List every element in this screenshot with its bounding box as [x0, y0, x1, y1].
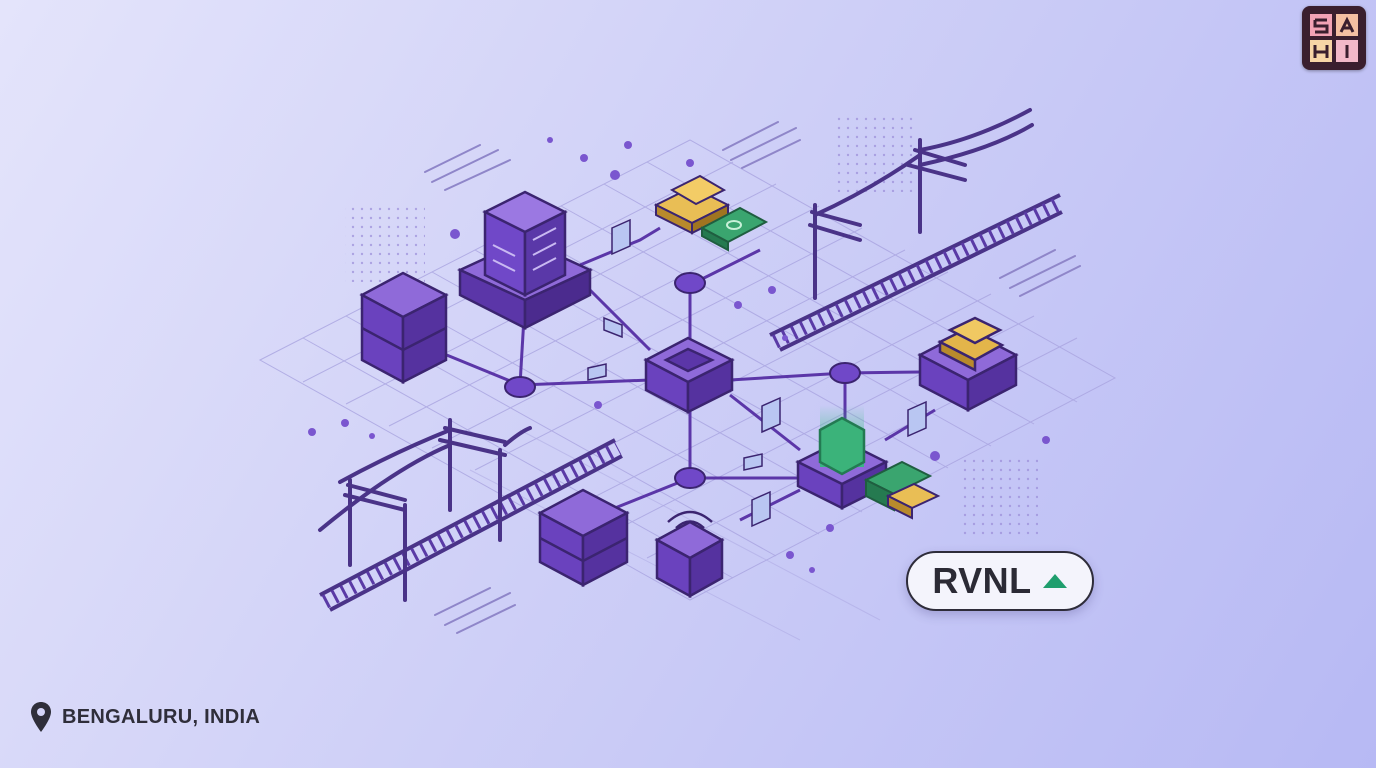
network-connections	[409, 226, 936, 522]
triangle-up-icon	[1042, 574, 1067, 588]
railway-track-left	[319, 438, 623, 612]
dot-matrix	[345, 202, 425, 282]
location-label: BENGALURU, INDIA	[62, 705, 261, 728]
junction-nodes	[504, 272, 861, 489]
ticker-symbol: RVNL	[932, 560, 1032, 601]
wifi-router	[654, 510, 725, 599]
speed-lines	[424, 121, 1081, 634]
dot-matrix	[835, 112, 915, 192]
particles	[308, 137, 1050, 573]
gold-bars-top	[653, 174, 731, 235]
gold-vault-right	[917, 316, 1019, 413]
stock-ticker-badge: RVNL	[906, 551, 1094, 611]
brand-logo	[1302, 6, 1366, 70]
dot-matrix	[958, 455, 1038, 535]
brand-logo-icon	[1310, 14, 1358, 62]
power-poles	[318, 108, 1034, 602]
storage-block-bottom	[537, 488, 630, 588]
floating-documents	[587, 218, 927, 528]
server-tower	[457, 190, 593, 331]
railway-track-right	[769, 193, 1064, 352]
cash-stack-right	[863, 460, 941, 520]
storage-block-left	[359, 271, 449, 385]
payment-device	[795, 405, 889, 511]
cash-stack-top	[699, 206, 769, 252]
central-hub	[643, 336, 735, 415]
map-pin-icon	[31, 702, 51, 732]
location-tag: BENGALURU, INDIA	[30, 700, 260, 734]
